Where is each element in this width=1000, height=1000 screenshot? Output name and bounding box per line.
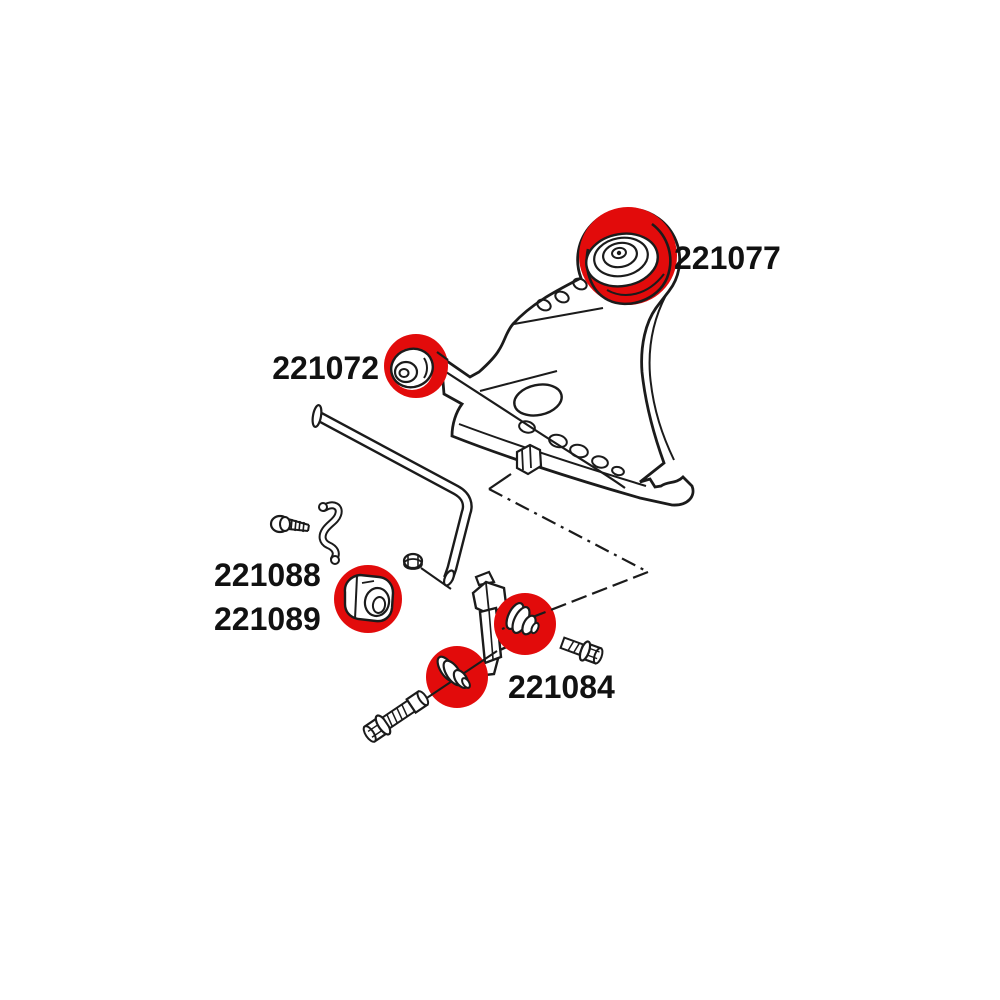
stabilizer-clamp [318,501,343,565]
subframe-bracket [515,443,543,476]
stabilizer-bar [311,404,473,587]
link-bushing-lower [436,655,471,690]
part-labels: 221077 221072 221088 221089 221084 [214,240,781,705]
stabilizer-bushing [343,573,395,623]
label-221072: 221072 [272,350,379,386]
label-221089: 221089 [214,601,321,637]
bar-end-cap [311,404,323,428]
rear-bushing [585,222,672,306]
leader-line [488,473,649,573]
label-221084: 221084 [508,669,615,705]
leader-line-tip [501,570,649,631]
label-221077: 221077 [674,240,781,276]
clamp-bolt [269,514,310,534]
front-bushing [390,347,449,390]
link-bolt-lower [362,689,430,743]
link-bushing-upper [505,601,540,636]
link-bolt-upper [559,636,604,665]
stabilizer-nut [402,552,452,590]
label-221088: 221088 [214,557,321,593]
